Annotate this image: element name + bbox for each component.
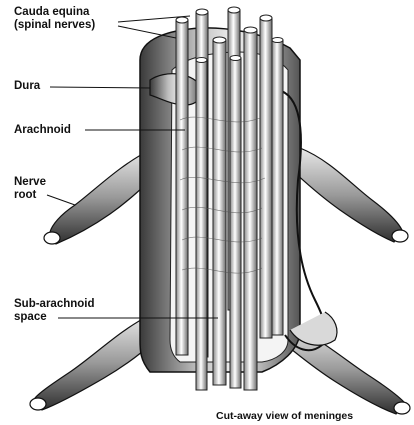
nerve-root-left-lower: [30, 315, 156, 410]
label-subarachnoid-space: Sub-arachnoid space: [14, 298, 95, 324]
label-dura: Dura: [14, 80, 40, 93]
nerve-root-left-upper: [44, 150, 156, 244]
label-nerve-root: Nerve root: [14, 176, 46, 202]
label-arachnoid: Arachnoid: [14, 124, 71, 137]
nerve-root-right-upper: [294, 148, 408, 242]
figure-caption: Cut-away view of meninges: [216, 410, 353, 422]
label-cauda-equina: Cauda equina (spinal nerves): [14, 6, 95, 32]
